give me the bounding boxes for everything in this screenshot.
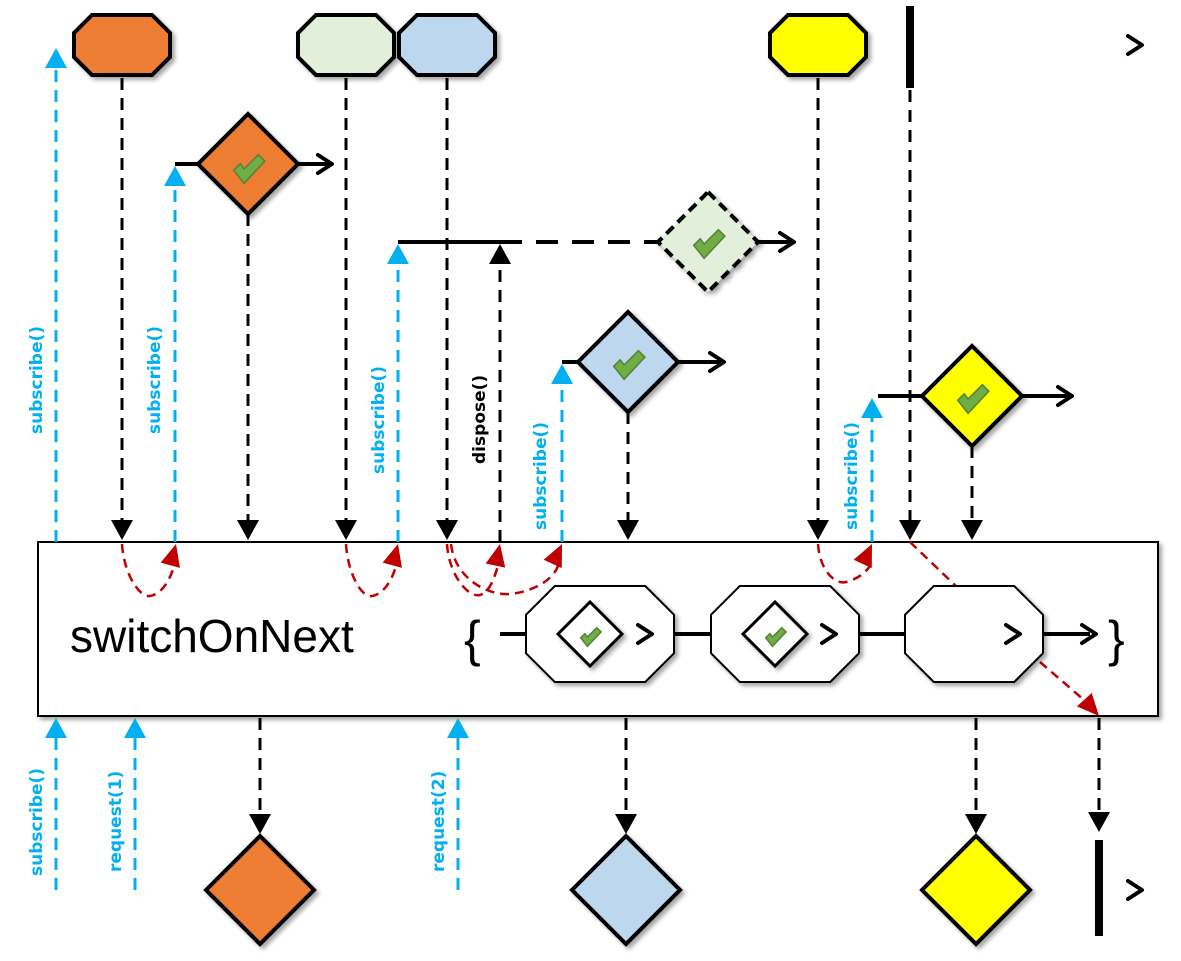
- inner-3-check-icon: [612, 349, 646, 381]
- step-3-arrow-icon: [1004, 623, 1022, 645]
- step-1-check-icon: [579, 626, 603, 648]
- red-error-path-b: [1039, 661, 1085, 701]
- inner-1-arrow-icon: [316, 153, 334, 175]
- step-2-check-icon: [764, 626, 788, 648]
- request-2-label: request(2): [429, 771, 449, 872]
- red-arc-2: [344, 543, 398, 598]
- subscribe-label-inner-4: subscribe(): [842, 422, 862, 530]
- subscribe-label-source: subscribe(): [27, 326, 47, 434]
- output-item-3: [919, 833, 1033, 947]
- output-subscribe-label: subscribe(): [27, 768, 47, 876]
- request-1-label: request(1): [106, 771, 126, 872]
- dispose-inner-2-arrow-arrow-icon: [489, 244, 511, 264]
- inner-1-check-icon: [232, 153, 266, 185]
- label-layer: subscribe() subscribe() subscribe() dispose…: [27, 326, 862, 876]
- output-emission-arrow-4-arrow-icon: [1088, 812, 1110, 832]
- source-timeline-arrow-icon: [1126, 34, 1144, 56]
- output-request-2-arrow-arrow-icon: [447, 718, 469, 738]
- subscribe-inner-2-arrow-arrow-icon: [387, 244, 409, 264]
- output-emission-arrow-1-arrow-icon: [249, 814, 271, 834]
- subscribe-inner-3-arrow-arrow-icon: [551, 364, 573, 384]
- inner-4-check-icon: [956, 383, 990, 415]
- red-arc-3b-arrow-icon: [543, 544, 562, 569]
- shape-layer: [45, 13, 1144, 947]
- subscribe-label-inner-2: subscribe(): [369, 366, 389, 474]
- subscribe-inner-4-arrow-arrow-icon: [861, 398, 883, 418]
- operator-step-3: [904, 585, 1044, 683]
- red-arc-4: [816, 543, 872, 584]
- red-error-path-a: [909, 541, 961, 591]
- red-arc-3b: [449, 543, 560, 596]
- red-arc-4-arrow-icon: [853, 544, 872, 569]
- source-item-3: [397, 13, 497, 77]
- inner-3-arrow-icon: [708, 351, 726, 373]
- red-arc-1-arrow-icon: [160, 544, 180, 568]
- output-emission-arrow-3-arrow-icon: [965, 814, 987, 834]
- emission-arrow-7-arrow-icon: [617, 520, 639, 540]
- emission-arrow-8-arrow-icon: [961, 520, 983, 540]
- inner-1-item: [195, 111, 301, 217]
- output-item-1: [203, 833, 317, 947]
- red-error-arrow-icon: [1076, 692, 1099, 716]
- source-item-4: [768, 13, 868, 77]
- emission-arrow-1-arrow-icon: [111, 520, 133, 540]
- subscribe-label-inner-3: subscribe(): [531, 422, 551, 530]
- connector-layer: [54, 6, 1140, 936]
- subscribe-source-arrow-arrow-icon: [45, 48, 67, 68]
- dispose-label: dispose(): [470, 375, 490, 464]
- operator-title: switchOnNext: [70, 610, 354, 662]
- emission-arrow-5-arrow-icon: [899, 520, 921, 540]
- emission-arrow-6-arrow-icon: [237, 520, 259, 540]
- emission-arrow-2-arrow-icon: [335, 520, 357, 540]
- red-arc-2-arrow-icon: [382, 544, 402, 568]
- subscribe-label-inner-1: subscribe(): [145, 326, 165, 434]
- step-2-arrow-icon: [820, 623, 838, 645]
- source-item-1: [72, 13, 172, 77]
- inner-2-arrow-icon: [778, 231, 796, 253]
- output-timeline-arrow-icon: [1126, 879, 1144, 901]
- pipeline-arrow-icon: [1080, 623, 1098, 645]
- output-subscribe-arrow-arrow-icon: [45, 718, 67, 738]
- red-arc-3a: [445, 543, 500, 597]
- red-arc-1: [120, 543, 176, 598]
- source-item-2: [296, 13, 396, 77]
- close-brace: }: [1108, 611, 1125, 667]
- emission-arrow-4-arrow-icon: [807, 520, 829, 540]
- output-item-2: [569, 833, 683, 947]
- open-brace: {: [464, 611, 481, 667]
- inner-4-arrow-icon: [1056, 385, 1074, 407]
- emission-arrow-3-arrow-icon: [436, 520, 458, 540]
- output-emission-arrow-2-arrow-icon: [615, 814, 637, 834]
- output-request-1-arrow-arrow-icon: [124, 718, 146, 738]
- subscribe-inner-1-arrow-arrow-icon: [164, 166, 186, 186]
- step-1-arrow-icon: [636, 623, 654, 645]
- red-arc-3a-arrow-icon: [485, 544, 506, 568]
- inner-2-check-icon: [692, 228, 726, 260]
